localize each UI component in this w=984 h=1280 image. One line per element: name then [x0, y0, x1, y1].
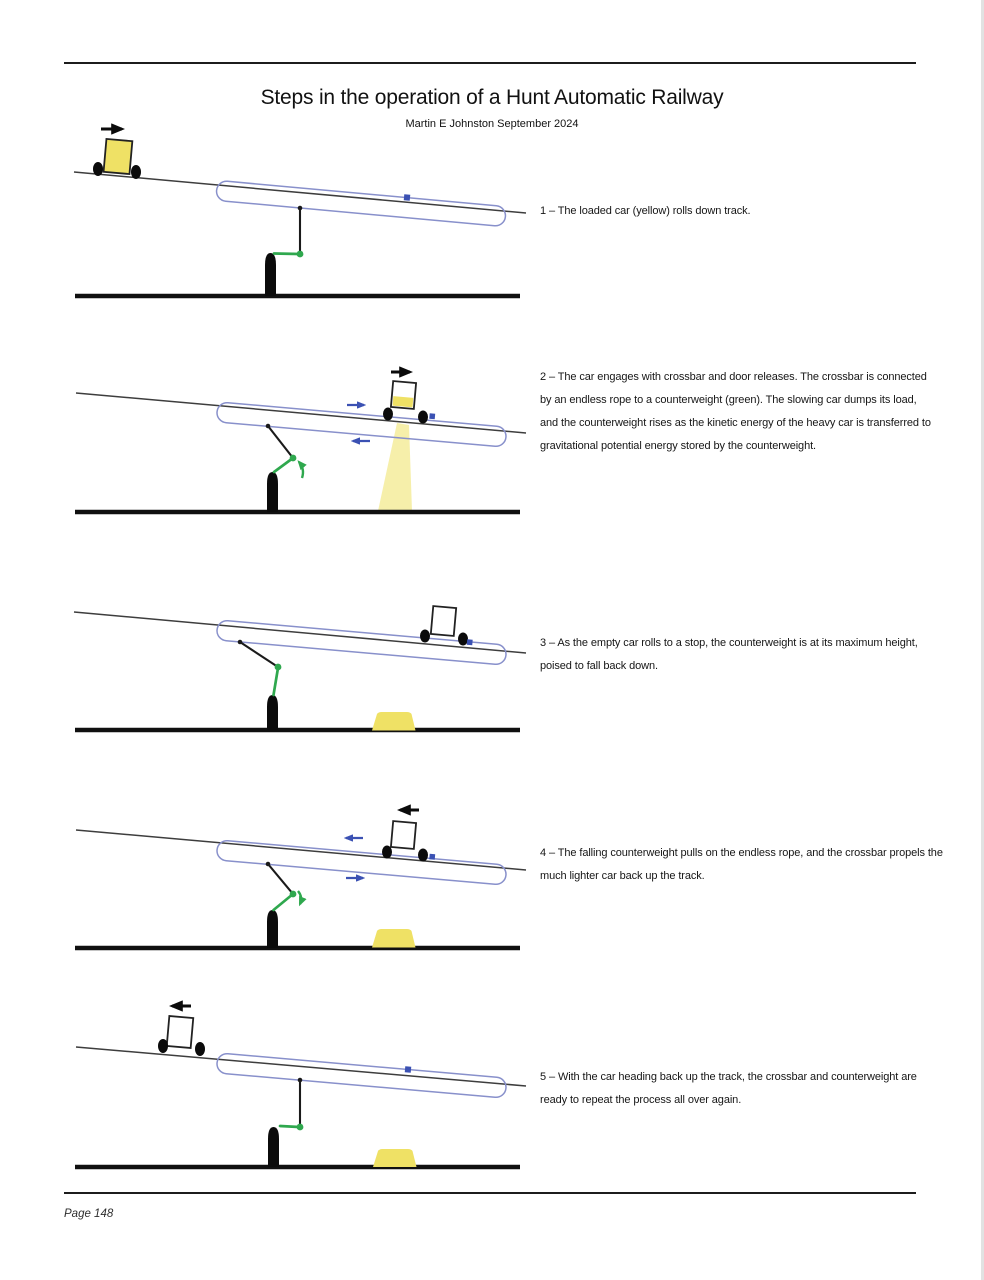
- counterweight-falling-arrow: [297, 890, 307, 907]
- empty-car: [382, 804, 436, 862]
- crossbar: [429, 853, 436, 860]
- car-dumping-load: [383, 366, 436, 424]
- support-post: [265, 253, 276, 296]
- counterweight: [289, 890, 297, 898]
- panel-1-diagram: [73, 123, 527, 299]
- car-wheel: [158, 1039, 168, 1053]
- car-wheel: [195, 1042, 205, 1056]
- panel-4-diagram: [75, 804, 527, 951]
- counterweight-link: [272, 892, 295, 912]
- panel-2-diagram: [75, 366, 527, 515]
- support-post: [267, 695, 278, 730]
- support-post: [267, 472, 278, 512]
- panel-2-caption: 2 – The car engages with crossbar and do…: [540, 366, 970, 458]
- car-wheel: [418, 410, 428, 424]
- endless-rope-loop: [216, 619, 507, 666]
- empty-car: [158, 1000, 205, 1056]
- empty-car: [420, 605, 473, 646]
- car-body-empty: [389, 820, 418, 850]
- caption-line: 3 – As the empty car rolls to a stop, th…: [540, 637, 918, 649]
- counterweight-link: [272, 666, 280, 697]
- caption-line: gravitational potential energy stored by…: [540, 440, 816, 452]
- dumped-load-pile: [372, 712, 416, 731]
- car-load: [392, 396, 414, 408]
- car-wheel: [420, 629, 430, 643]
- car-wheel: [382, 845, 392, 859]
- track-line: [73, 611, 527, 654]
- counterweight-link: [272, 456, 295, 474]
- counterweight: [289, 454, 297, 462]
- crossbar: [466, 639, 473, 646]
- car-wheel: [418, 848, 428, 862]
- track-line: [75, 829, 527, 871]
- counterweight-link: [278, 1124, 301, 1129]
- track-line: [73, 171, 527, 214]
- counterweight-link: [272, 252, 301, 256]
- car-wheel: [383, 407, 393, 421]
- panel-5-diagram: [75, 1000, 527, 1170]
- top-rule: [64, 62, 916, 64]
- endless-rope-loop: [216, 401, 507, 448]
- endless-rope-loop: [215, 180, 507, 227]
- page-title: Steps in the operation of a Hunt Automat…: [260, 86, 724, 109]
- endless-rope-loop: [216, 1052, 507, 1099]
- car-wheel: [93, 162, 103, 176]
- counterweight: [296, 1123, 304, 1131]
- car-body-loaded: [102, 137, 134, 176]
- dumped-load-pile: [373, 1149, 417, 1167]
- caption-line: and the counterweight rises as the kinet…: [540, 417, 931, 429]
- haul-rope: [267, 425, 294, 459]
- crossbar: [429, 413, 436, 420]
- caption-line: 2 – The car engages with crossbar and do…: [540, 371, 927, 383]
- loaded-car: [93, 123, 141, 179]
- caption-line: 4 – The falling counterweight pulls on t…: [540, 847, 943, 859]
- support-post: [267, 910, 278, 948]
- crossbar: [404, 1066, 412, 1073]
- falling-load: [378, 423, 412, 511]
- caption-line: ready to repeat the process all over aga…: [540, 1094, 742, 1106]
- crossbar: [403, 194, 411, 201]
- car-wheel: [131, 165, 141, 179]
- counterweight: [274, 663, 282, 671]
- track-line: [75, 1046, 527, 1087]
- page-subtitle: Martin E Johnston September 2024: [405, 118, 579, 130]
- counterweight-rising-arrow: [297, 460, 307, 479]
- support-post: [268, 1127, 279, 1167]
- car-body-empty: [429, 605, 458, 637]
- panel-3-caption: 3 – As the empty car rolls to a stop, th…: [540, 632, 970, 678]
- dumped-load-pile: [372, 929, 416, 948]
- page-right-edge: [981, 0, 984, 1280]
- caption-line: poised to fall back down.: [540, 660, 658, 672]
- counterweight: [296, 250, 304, 258]
- caption-line: much lighter car back up the track.: [540, 870, 705, 882]
- panel-5-caption: 5 – With the car heading back up the tra…: [540, 1066, 970, 1112]
- page-number: Page 148: [64, 1208, 114, 1220]
- endless-rope-loop: [216, 839, 507, 886]
- haul-rope: [267, 863, 294, 895]
- track-line: [75, 392, 527, 434]
- panel-4-caption: 4 – The falling counterweight pulls on t…: [540, 842, 970, 888]
- caption-line: 5 – With the car heading back up the tra…: [540, 1071, 917, 1083]
- panel-1-caption: 1 – The loaded car (yellow) rolls down t…: [540, 200, 970, 223]
- panel-3-diagram: [73, 605, 527, 733]
- caption-line: 1 – The loaded car (yellow) rolls down t…: [540, 205, 751, 217]
- caption-line: by an endless rope to a counterweight (g…: [540, 394, 917, 406]
- haul-rope: [239, 641, 279, 668]
- car-body-empty: [165, 1015, 195, 1049]
- bottom-rule: [64, 1192, 916, 1194]
- rope-attachment-dot: [297, 205, 303, 211]
- car-wheel: [458, 632, 468, 646]
